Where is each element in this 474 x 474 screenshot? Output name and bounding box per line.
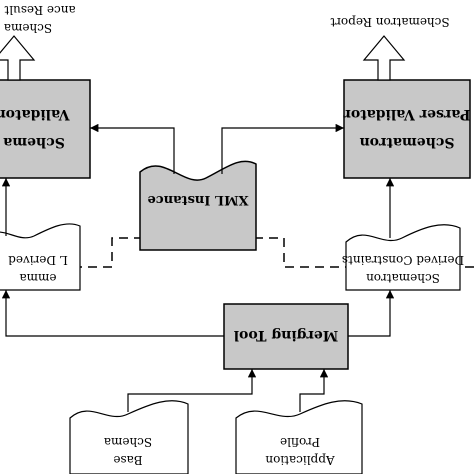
derived-schema-document: emma L Derived bbox=[0, 223, 81, 291]
derived-schema-line2: L Derived bbox=[8, 253, 68, 267]
derived-schema-line1: emma bbox=[19, 271, 56, 285]
schematron-validator-box: Schematron Parser Validator bbox=[343, 79, 471, 179]
merging-tool-box: Merging Tool bbox=[223, 303, 349, 370]
derived-constraints-document: Schematron Derived Constraints bbox=[342, 224, 464, 291]
arrow-instance-to-schema-validator bbox=[90, 123, 175, 174]
xml-instance-label: XML Instance bbox=[147, 192, 248, 207]
schematron-validator-line1: Schematron bbox=[360, 134, 455, 150]
application-profile-document: Application Profile bbox=[235, 400, 363, 474]
arrow-merging-to-derived-schema bbox=[1, 290, 224, 337]
derived-constraints-line2: Derived Constraints bbox=[342, 253, 464, 267]
merging-tool-label: Merging Tool bbox=[234, 327, 339, 343]
schema-validator-line2: Validator bbox=[0, 106, 71, 122]
arrow-merging-to-constraints bbox=[348, 290, 395, 337]
schematron-report-label: Schematron Report bbox=[330, 15, 449, 29]
application-profile-line1: Application bbox=[265, 453, 335, 467]
base-schema-line1: Base bbox=[113, 453, 142, 467]
application-profile-line2: Profile bbox=[280, 435, 320, 449]
base-schema-document: Base Schema bbox=[69, 400, 189, 474]
schema-output-label: Schema bbox=[4, 21, 52, 35]
schema-validator-line1: Schema bbox=[3, 134, 65, 150]
schematron-validator-line2: Parser Validator bbox=[343, 106, 471, 122]
base-schema-line2: Schema bbox=[104, 435, 152, 449]
arrow-profile-to-merging bbox=[299, 369, 329, 412]
output-arrow-schematron-report bbox=[362, 35, 406, 81]
output-arrow-schema-result bbox=[0, 35, 36, 81]
arrow-base-to-merging bbox=[127, 369, 257, 412]
arrow-instance-to-schematron bbox=[221, 123, 344, 174]
derived-constraints-line1: Schematron bbox=[366, 271, 440, 285]
xml-instance-document: XML Instance bbox=[139, 160, 257, 251]
instance-result-label: ance Result bbox=[4, 3, 75, 17]
schema-validator-box: Schema Validator bbox=[0, 79, 91, 179]
